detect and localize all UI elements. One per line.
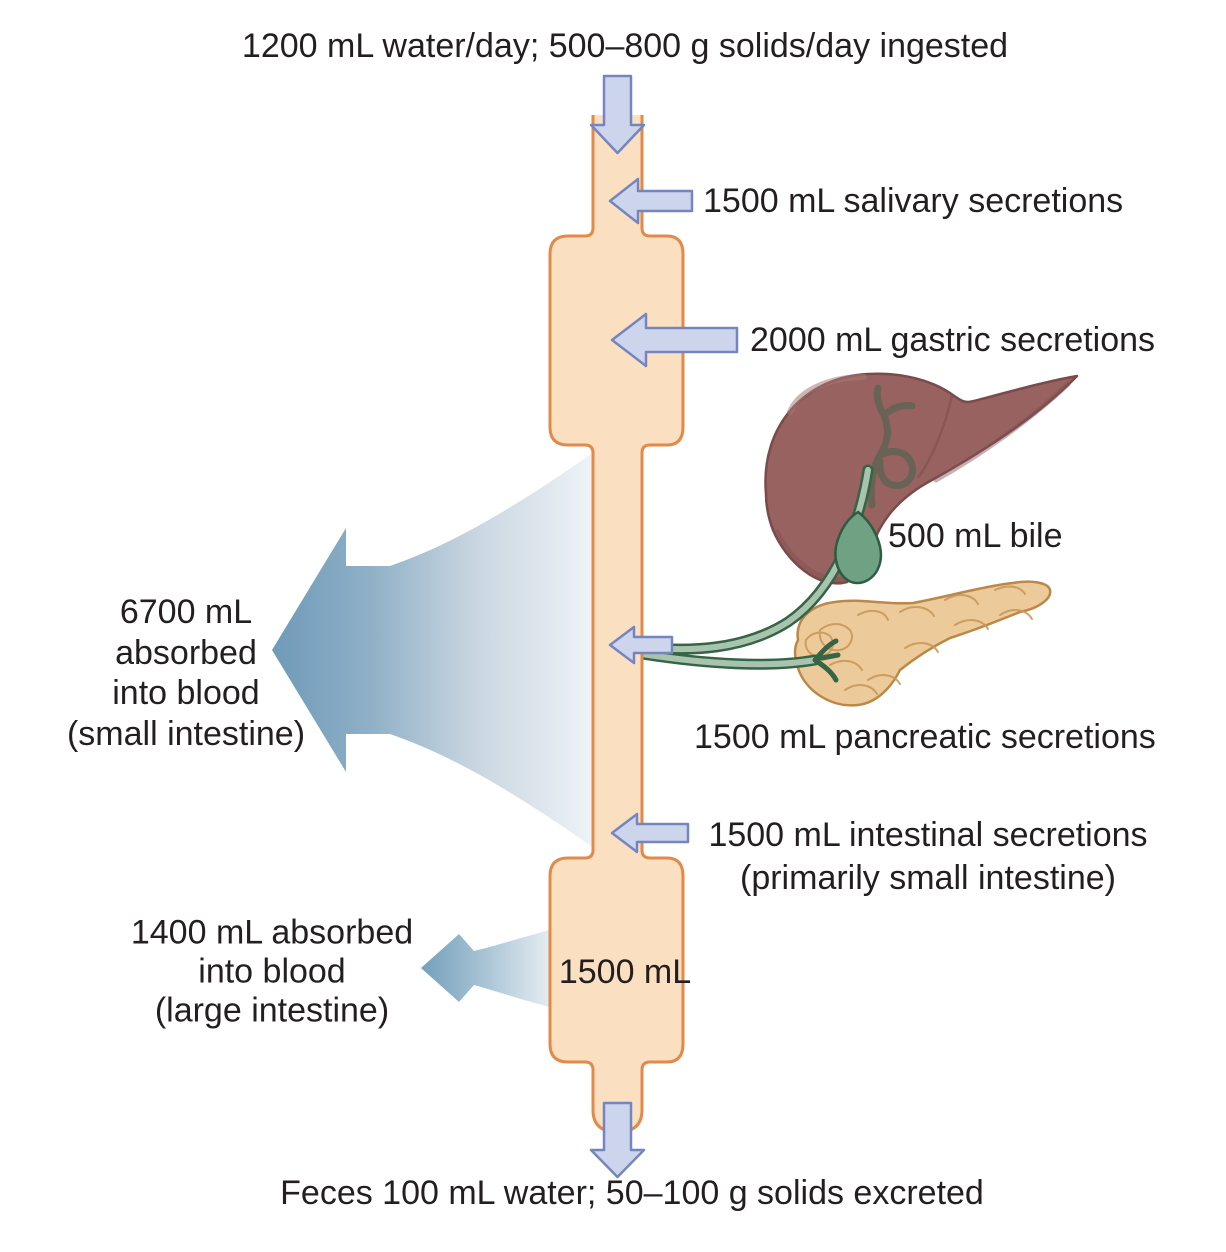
label-pancreatic-secretions: 1500 mL pancreatic secretions [694,718,1156,756]
intestinal-arrow-icon [610,812,690,854]
intestinal-line2: (primarily small intestine) [740,859,1116,897]
absorbed-large-line3: (large intestine) [154,991,390,1030]
label-bile: 500 mL bile [888,517,1063,555]
ingestion-arrow-icon [589,74,646,155]
intrahepatic-bile-duct-tree [867,384,917,509]
pancreas-lobule-texture [804,585,1033,695]
caption-feces-excreted: Feces 100 mL water; 50–100 g solids excr… [280,1174,984,1212]
label-gastric-secretions: 2000 mL gastric secretions [750,321,1156,359]
absorbed-small-line4: (small intestine) [66,714,306,753]
label-salivary-secretions: 1500 mL salivary secretions [703,182,1124,220]
absorbed-small-line2: absorbed [115,633,257,672]
liver-lobe-division [916,395,954,479]
absorbed-small-line1: 6700 mL [119,593,253,631]
small-intestine-absorption-arrow [272,447,601,853]
gastric-arrow-icon [610,312,739,368]
pancreatic-duct-inner [639,651,818,668]
bile-pancreatic-arrow-icon [608,625,674,665]
large-intestine-absorption-arrow [421,927,560,1010]
absorbed-small-line3: into blood [112,674,260,712]
liver-underside-shading [774,381,1071,582]
absorbed-large-line1: 1400 mL absorbed [130,913,414,952]
excretion-arrow-icon [589,1101,646,1179]
absorbed-large-line2: into blood [198,952,346,991]
gallbladder-icon [834,510,883,585]
pancreas-illustration [793,580,1052,707]
label-colon-volume: 1500 mL [558,953,692,991]
title-ingested: 1200 mL water/day; 500–800 g solids/day … [241,27,1009,65]
label-intestinal-secretions: 1500 mL intestinal secretions (primarily… [708,814,1147,900]
label-absorbed-small-intestine: 6700 mL absorbed into blood (small intes… [67,592,305,754]
salivary-arrow-icon [608,177,694,225]
intestinal-line1: 1500 mL intestinal secretions [708,816,1148,854]
flow-arrows [589,74,739,1179]
bile-and-pancreatic-ducts [636,464,883,683]
label-absorbed-large-intestine: 1400 mL absorbed into blood (large intes… [131,914,413,1031]
pancreatic-duct-branches [812,638,841,683]
liver-top-highlight [787,374,867,415]
